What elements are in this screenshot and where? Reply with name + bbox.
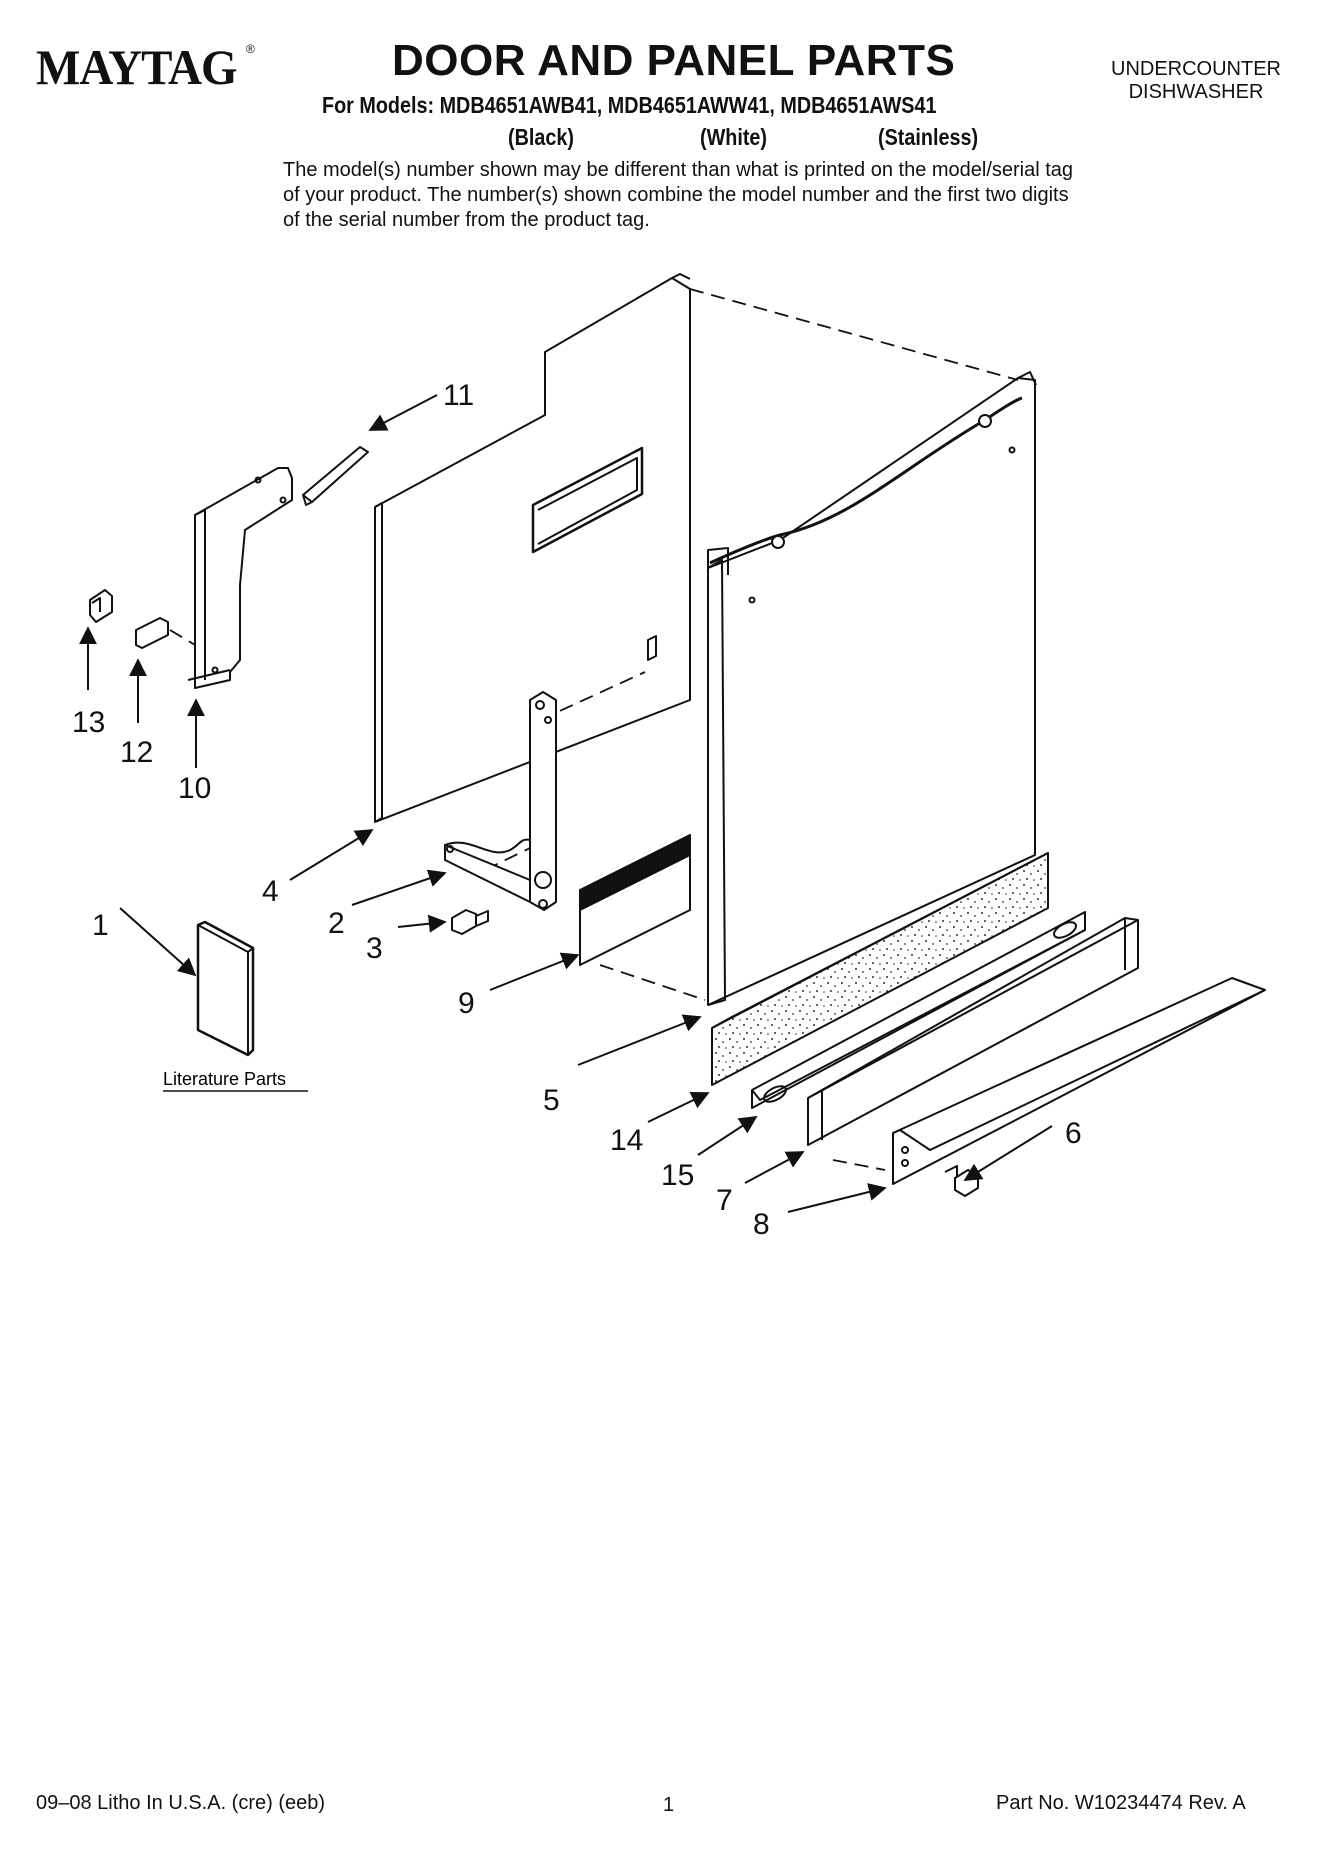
callout-2: 2	[328, 907, 345, 940]
footer-print-info: 09–08 Litho In U.S.A. (cre) (eeb)	[36, 1792, 326, 1814]
toe-panel	[807, 917, 1139, 1146]
callout-11: 11	[443, 379, 474, 412]
kick-plate-screw	[944, 1165, 979, 1197]
literature-parts-label: Literature Parts	[163, 1069, 286, 1089]
hinge-screw	[451, 909, 489, 935]
callout-6: 6	[1065, 1117, 1082, 1150]
spacer-block	[135, 617, 169, 649]
inner-door-panel	[374, 273, 691, 823]
callout-15: 15	[661, 1159, 694, 1192]
product-type-line-2: DISHWASHER	[1128, 81, 1264, 103]
callout-9: 9	[458, 987, 475, 1020]
toe-panel-rail	[751, 911, 1086, 1109]
callout-8: 8	[753, 1208, 770, 1241]
door-clip	[89, 589, 113, 623]
part-number: Part No. W10234474 Rev. A	[996, 1792, 1246, 1814]
variant-white: (White)	[700, 124, 768, 150]
page-number: 1	[663, 1794, 675, 1816]
model-note: The model(s) number shown may be differe…	[283, 159, 1074, 231]
variant-black: (Black)	[508, 124, 574, 150]
variant-stainless: (Stainless)	[878, 124, 979, 150]
callout-1: 1	[92, 909, 109, 942]
callout-4: 4	[262, 875, 279, 908]
hinge-bracket	[444, 691, 557, 911]
callout-10: 10	[178, 772, 211, 805]
callout-3: 3	[366, 932, 383, 965]
product-type: UNDERCOUNTER DISHWASHER	[1096, 58, 1296, 104]
callout-12: 12	[120, 736, 153, 769]
side-trim-bracket	[187, 467, 293, 689]
leader-lines	[79, 394, 1053, 1213]
literature-booklet	[196, 920, 255, 1057]
door-gasket-strip	[579, 834, 691, 966]
spacer-bar	[302, 446, 369, 506]
callout-7: 7	[716, 1184, 733, 1217]
callout-13: 13	[72, 706, 105, 739]
callout-14: 14	[610, 1124, 643, 1157]
page-title: DOOR AND PANEL PARTS	[392, 36, 956, 85]
kick-plate	[892, 977, 1266, 1185]
product-type-line-1: UNDERCOUNTER	[1111, 58, 1281, 80]
outer-door-panel	[707, 371, 1037, 1006]
callout-5: 5	[543, 1084, 560, 1117]
models-line: For Models: MDB4651AWB41, MDB4651AWW41, …	[322, 92, 937, 118]
insulation-pad	[711, 852, 1049, 1086]
brand-logo: MAYTAG	[36, 39, 238, 95]
registered-mark: ®	[246, 42, 255, 56]
